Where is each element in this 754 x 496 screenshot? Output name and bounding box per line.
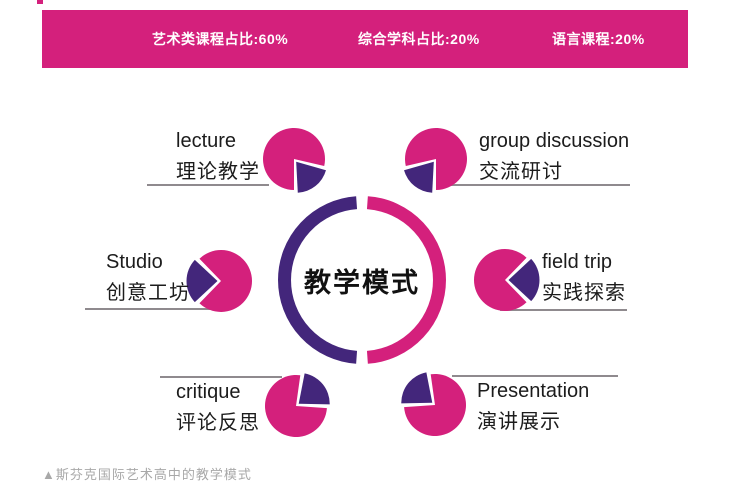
center-title: 教学模式 xyxy=(304,267,420,298)
label-lecture: lecture 理论教学 xyxy=(176,129,260,184)
connector-line-studio xyxy=(85,308,215,310)
label-critique-en: critique xyxy=(176,381,241,403)
stats-header-bar: 艺术类课程占比:60% 综合学科占比:20% 语言课程:20% xyxy=(42,10,688,68)
connector-line-critique xyxy=(160,376,282,378)
label-field-trip: field trip 实践探索 xyxy=(542,250,626,305)
label-studio-zh: 创意工坊 xyxy=(106,282,190,304)
label-presentation-en: Presentation xyxy=(477,380,590,402)
center-ring xyxy=(278,196,446,364)
label-critique-zh: 评论反思 xyxy=(176,412,260,434)
pie-icon-field-trip xyxy=(473,249,540,311)
label-group-discussion-en: group discussion xyxy=(479,130,630,152)
label-studio: Studio 创意工坊 xyxy=(106,250,190,305)
label-presentation-zh: 演讲展示 xyxy=(477,411,561,433)
pie-icon-presentation xyxy=(401,372,467,436)
label-group-discussion-zh: 交流研讨 xyxy=(479,161,563,183)
label-field-trip-zh: 实践探索 xyxy=(542,282,626,304)
label-presentation: Presentation 演讲展示 xyxy=(477,379,589,434)
image-caption: ▲斯芬克国际艺术高中的教学模式 xyxy=(42,467,252,482)
stat-language-courses: 语言课程:20% xyxy=(552,31,645,47)
label-field-trip-en: field trip xyxy=(542,251,613,273)
stat-general-subjects: 综合学科占比:20% xyxy=(358,31,480,47)
label-critique: critique 评论反思 xyxy=(176,380,260,435)
pie-icon-studio xyxy=(186,250,253,312)
connector-line-field-trip xyxy=(500,309,627,311)
pie-icon-critique xyxy=(264,373,330,437)
label-lecture-en: lecture xyxy=(176,130,237,152)
top-left-pink-mark xyxy=(37,0,43,4)
connector-line-presentation xyxy=(452,375,618,377)
pie-icon-group-discussion xyxy=(404,128,467,193)
connector-line-lecture xyxy=(147,184,269,186)
stat-art-courses: 艺术类课程占比:60% xyxy=(152,31,289,47)
connector-line-group-discussion xyxy=(436,184,630,186)
pie-icon-lecture xyxy=(263,128,326,193)
label-group-discussion: group discussion 交流研讨 xyxy=(479,129,629,184)
label-lecture-zh: 理论教学 xyxy=(176,161,260,183)
label-studio-en: Studio xyxy=(106,251,163,273)
